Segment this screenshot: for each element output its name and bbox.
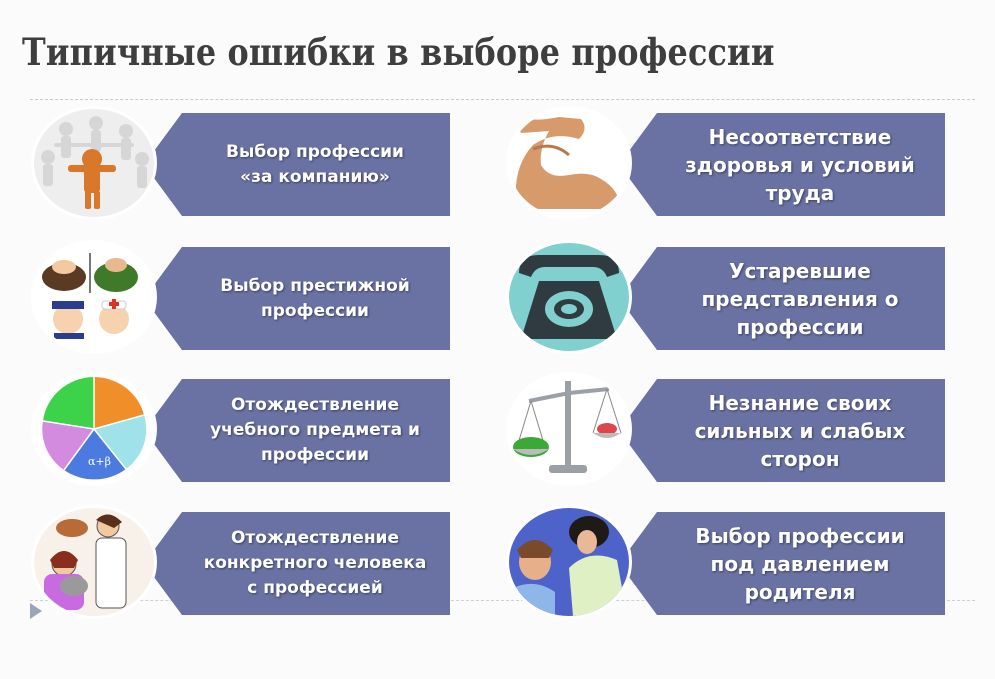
mistake-label: Выбор профессии «за компанию» [226, 141, 404, 187]
mistake-label: Выбор профессии под давлением родителя [695, 523, 905, 604]
mistake-label: Несоответствие здоровья и условий труда [685, 124, 915, 205]
mistake-label: Устаревшие представления о профессии [701, 258, 899, 339]
label-box: Незнание своих сильных и слабых сторон [619, 379, 945, 482]
mistake-card-company: Выбор профессии «за компанию» [30, 109, 450, 217]
parent-child-icon [509, 508, 629, 616]
label-box: Отождествление конкретного человека с пр… [144, 512, 450, 615]
title-divider [30, 99, 975, 100]
bottom-divider [30, 600, 975, 601]
mistake-card-health: Несоответствие здоровья и условий труда [505, 109, 945, 217]
mistake-card-outdated: Устаревшие представления о профессии [505, 243, 945, 351]
svg-text:α+β: α+β [88, 455, 111, 468]
mistake-label: Отождествление учебного предмета и профе… [210, 395, 420, 465]
balance-scale-icon [509, 375, 629, 483]
mistake-card-parents: Выбор профессии под давлением родителя [505, 508, 945, 616]
mistake-card-self: Незнание своих сильных и слабых сторон [505, 375, 945, 483]
label-box: Несоответствие здоровья и условий труда [619, 113, 945, 216]
slide-title: Типичные ошибки в выборе профессии [22, 30, 775, 74]
mistake-card-prestige: Выбор престижной профессии [30, 243, 450, 351]
mistake-label: Выбор престижной профессии [220, 275, 410, 321]
label-box: Устаревшие представления о профессии [619, 247, 945, 350]
label-box: Выбор профессии «за компанию» [144, 113, 450, 216]
professions-cartoon-icon [34, 243, 154, 351]
mistake-label: Незнание своих сильных и слабых сторон [694, 390, 906, 471]
label-box: Отождествление учебного предмета и профе… [144, 379, 450, 482]
flexed-arm-icon [509, 109, 629, 217]
group-of-people-icon [34, 109, 154, 217]
subjects-pie-icon: α+β [34, 375, 154, 483]
next-slide-arrow-icon[interactable] [30, 603, 42, 619]
mistake-card-person: Отождествление конкретного человека с пр… [30, 508, 450, 616]
label-box: Выбор профессии под давлением родителя [619, 512, 945, 615]
label-box: Выбор престижной профессии [144, 247, 450, 350]
old-telephone-icon [509, 243, 629, 351]
mistake-label: Отождествление конкретного человека с пр… [203, 528, 427, 598]
veterinarian-icon [34, 508, 154, 616]
mistake-card-subject: Отождествление учебного предмета и профе… [30, 375, 450, 483]
